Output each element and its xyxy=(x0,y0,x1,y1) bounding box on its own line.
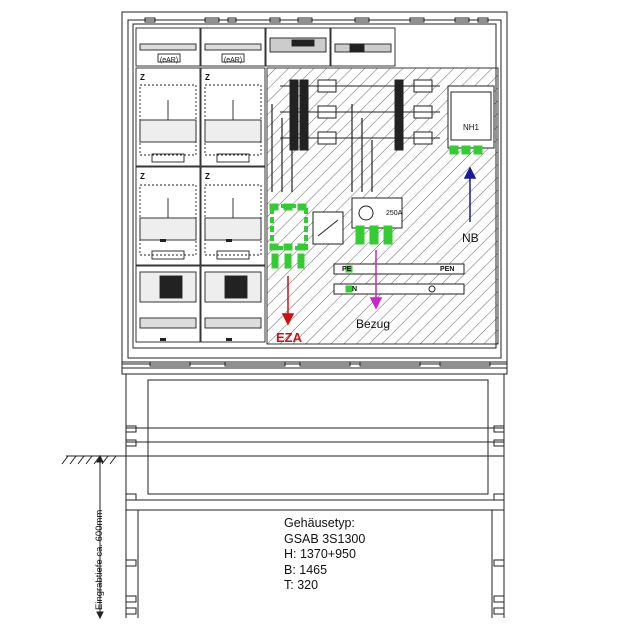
housing-info: Gehäusetyp: GSAB 3S1300 H: 1370+950 B: 1… xyxy=(284,516,424,594)
meter-z-label-2: Z xyxy=(205,73,210,82)
bottom-marks xyxy=(160,239,232,341)
eza-arrow xyxy=(281,276,295,326)
bezug-arrow xyxy=(369,250,383,310)
busbar-system xyxy=(271,79,495,295)
nb-arrow xyxy=(463,166,477,222)
n-label: N xyxy=(352,286,357,293)
ezk-label-2: (eAR) xyxy=(224,57,242,64)
housing-type-value: GSAB 3S1300 xyxy=(284,531,366,546)
pen-label: PEN xyxy=(440,266,454,273)
pe-label: PE xyxy=(342,266,352,273)
meter-columns xyxy=(135,67,266,343)
bezug-label: Bezug xyxy=(356,317,390,331)
ground-depth-label: Eingrabtiefe ca. 600mm xyxy=(94,509,105,610)
housing-type-heading: Gehäusetyp: xyxy=(284,516,355,530)
nb-label: NB xyxy=(462,231,479,245)
top-module-row xyxy=(135,27,396,67)
eza-label: EZA xyxy=(276,330,303,345)
nh1-label: NH1 xyxy=(463,123,480,132)
green-terminal-frame xyxy=(270,204,308,250)
ground-level xyxy=(61,454,126,620)
plinth xyxy=(125,373,505,618)
housing-height: H: 1370+950 xyxy=(284,547,356,562)
meter-z-label-1: Z xyxy=(140,73,145,82)
breaker-250a-label: 250A xyxy=(386,210,403,217)
meter-z-label-4: Z xyxy=(205,172,210,181)
housing-width: B: 1465 xyxy=(284,562,328,577)
meter-z-label-3: Z xyxy=(140,172,145,181)
housing-depth: T: 320 xyxy=(284,578,319,593)
ezk-label-1: (eAR) xyxy=(160,57,178,64)
